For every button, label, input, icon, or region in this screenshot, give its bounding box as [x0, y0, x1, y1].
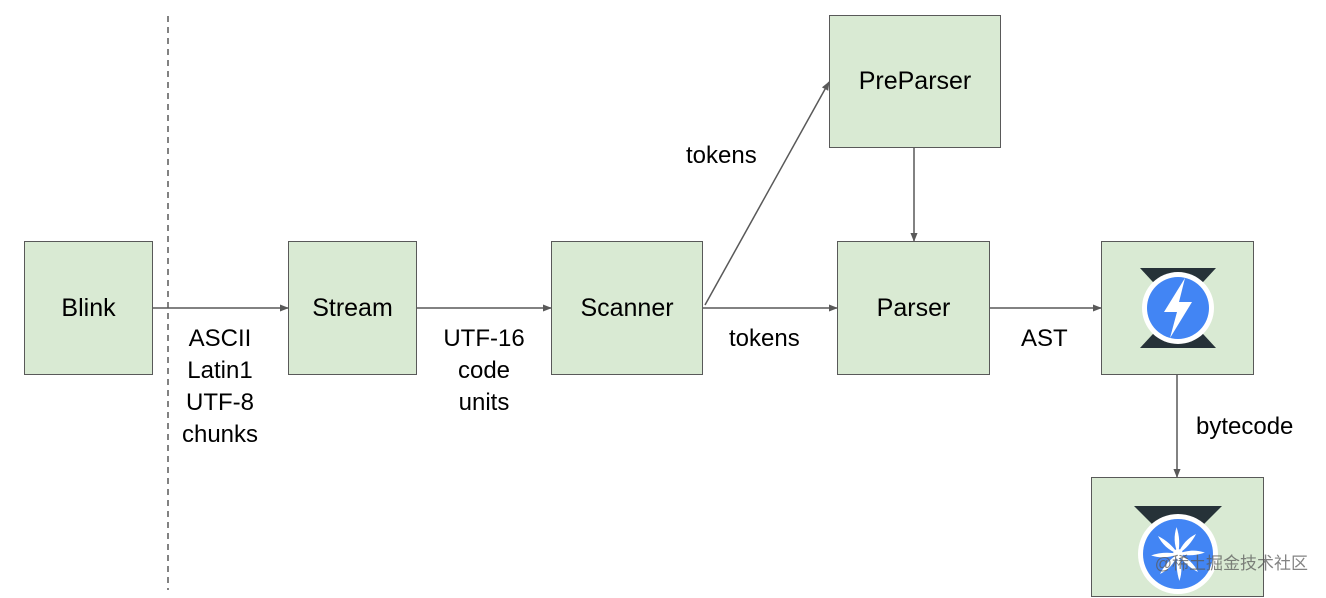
ignition-logo-icon: [1139, 268, 1216, 348]
edge-label-line: ASCII: [188, 325, 252, 352]
edge-label-blink-stream: ASCII Latin1 UTF-8 chunks: [170, 323, 270, 451]
node-turbofan: [1091, 477, 1264, 597]
edge-label-parser-ignition: AST: [1021, 325, 1068, 352]
node-scanner-label: Scanner: [580, 293, 674, 322]
watermark-text: @稀土掘金技术社区: [1154, 554, 1308, 573]
edge-scanner-preparser: [704, 81, 830, 306]
edge-label-scanner-preparser: tokens: [686, 142, 757, 169]
edge-label-line: units: [458, 389, 510, 416]
node-stream-label: Stream: [312, 293, 393, 322]
edge-label-line: code: [457, 357, 511, 384]
node-parser-label: Parser: [876, 293, 951, 322]
node-scanner: Scanner: [551, 241, 703, 375]
edge-label-line: UTF-16: [443, 325, 525, 352]
node-parser: Parser: [837, 241, 990, 375]
node-blink-label: Blink: [61, 293, 116, 322]
edge-label-stream-scanner: UTF-16 code units: [430, 323, 538, 419]
edge-label-line: chunks: [181, 421, 259, 448]
turbofan-logo-icon: [1133, 506, 1222, 594]
edge-label-line: Latin1: [187, 357, 253, 384]
node-ignition: [1101, 241, 1254, 375]
node-preparser-label: PreParser: [858, 67, 972, 95]
node-stream: Stream: [288, 241, 417, 375]
edge-label-line: UTF-8: [186, 389, 254, 416]
edge-label-scanner-parser: tokens: [729, 325, 800, 352]
edge-label-ignition-turbofan: bytecode: [1196, 413, 1294, 440]
node-preparser: PreParser: [829, 15, 1001, 148]
node-blink: Blink: [24, 241, 153, 375]
